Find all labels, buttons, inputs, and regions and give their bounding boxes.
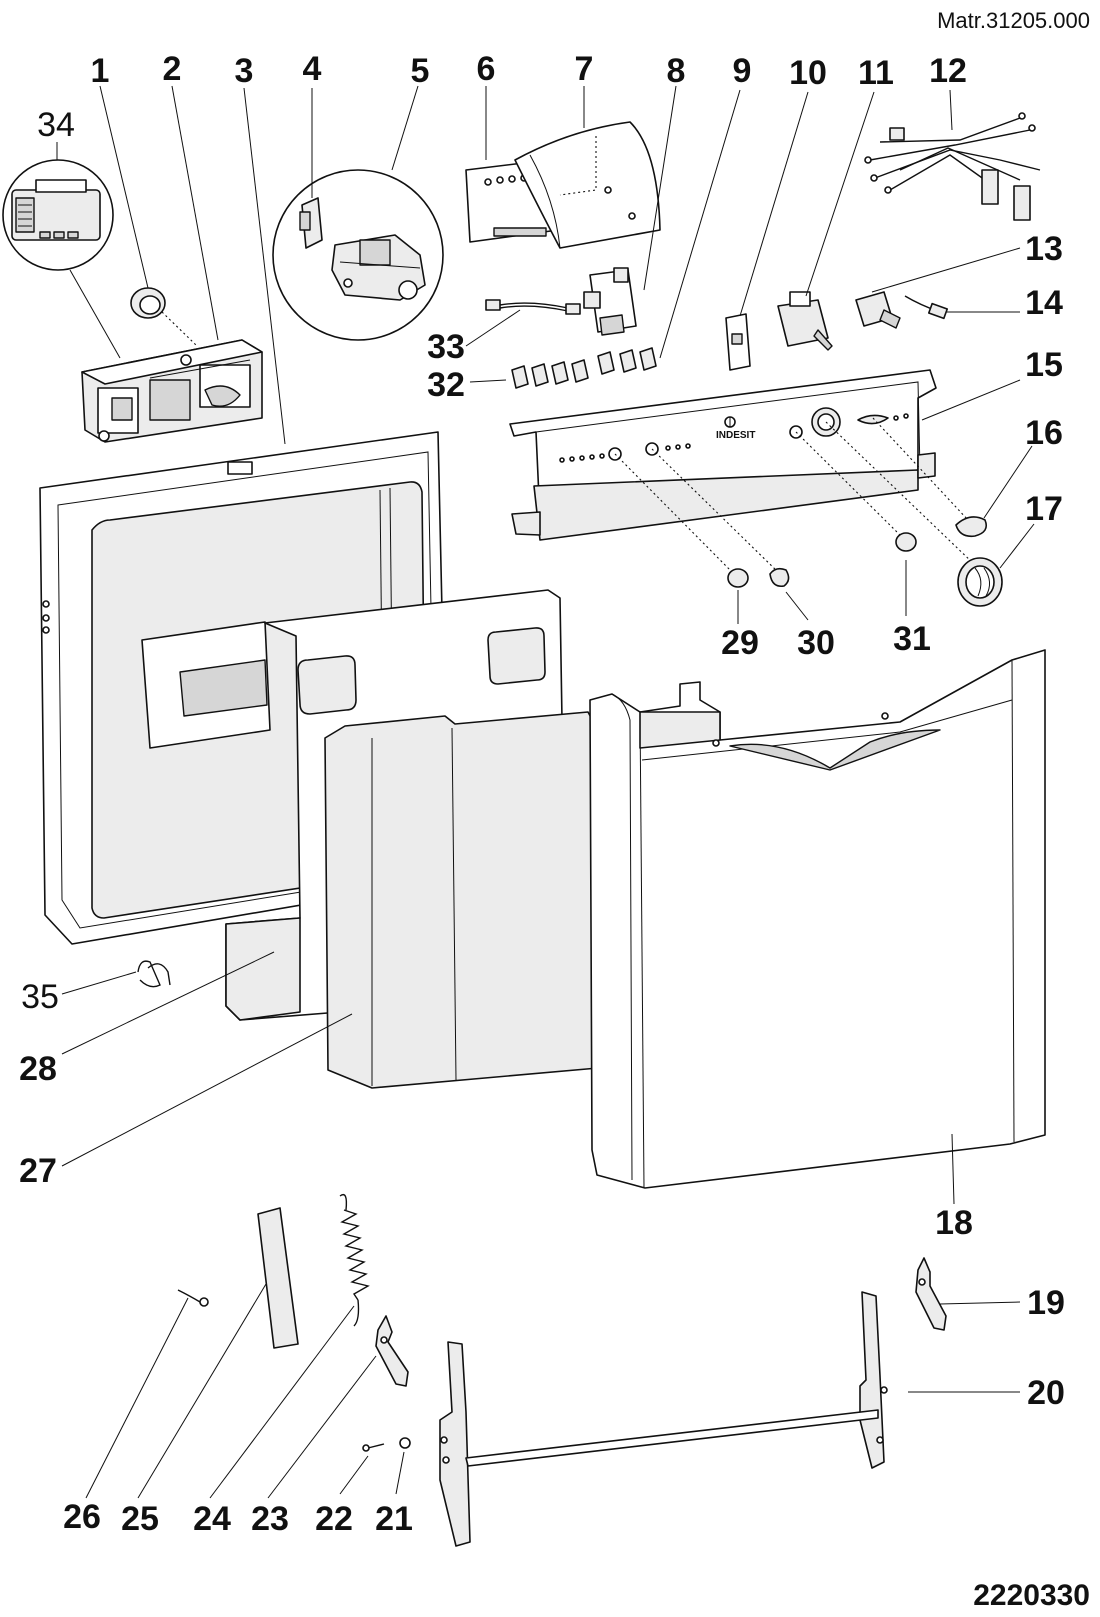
callout-20: 20	[1027, 1374, 1065, 1412]
part-1-cap	[130, 287, 166, 319]
callout-4: 4	[303, 50, 322, 88]
part-5-detail-circle	[272, 169, 444, 341]
callout-35: 35	[21, 978, 59, 1016]
callout-6: 6	[477, 50, 496, 88]
part-24-spring	[339, 1193, 370, 1327]
callout-32: 32	[427, 366, 465, 404]
callout-24: 24	[193, 1500, 231, 1538]
drawing-number: 2220330	[973, 1579, 1090, 1612]
callout-19: 19	[1027, 1284, 1065, 1322]
part-27-door-plate	[324, 711, 599, 1089]
part-28-insulation	[225, 589, 563, 1021]
part-29-button	[727, 568, 749, 588]
callout-12: 12	[929, 52, 967, 90]
callout-22: 22	[315, 1500, 353, 1538]
part-26-clip	[177, 1289, 209, 1307]
callout-13: 13	[1025, 230, 1063, 268]
callout-21: 21	[375, 1500, 413, 1538]
part-34-detail-circle	[2, 159, 114, 271]
part-2-control-housing	[81, 339, 263, 443]
callout-25: 25	[121, 1500, 159, 1538]
callout-11: 11	[858, 54, 894, 92]
callout-10: 10	[789, 54, 827, 92]
matr-code: Matr.31205.000	[937, 8, 1090, 33]
part-10-switch	[777, 291, 833, 351]
leader-lines	[56, 85, 1035, 1499]
part-15-control-panel: INDESIT	[509, 369, 937, 541]
part-19-hinge	[915, 1257, 947, 1331]
part-31-button	[895, 532, 917, 552]
part-25-strip	[257, 1207, 299, 1349]
part-16-button	[955, 516, 988, 538]
part-33-cable	[485, 299, 581, 315]
callout-14: 14	[1025, 284, 1063, 322]
part-8-bracket	[583, 267, 637, 336]
callout-23: 23	[251, 1500, 289, 1538]
callout-15: 15	[1025, 346, 1063, 384]
callout-5: 5	[411, 52, 430, 90]
part-13-switch	[855, 291, 901, 329]
callout-3: 3	[235, 52, 254, 90]
part-21-washer	[399, 1437, 411, 1449]
part-9-plate	[725, 313, 751, 371]
callout-1: 1	[91, 52, 110, 90]
brand-logo: INDESIT	[716, 430, 755, 441]
callout-18: 18	[935, 1204, 973, 1242]
callout-34: 34	[37, 106, 75, 144]
part-23-hinge	[375, 1315, 409, 1387]
part-32-terminals	[511, 347, 657, 389]
callout-8: 8	[667, 52, 686, 90]
part-7-insulating-sheet	[514, 121, 661, 249]
part-17-knob	[957, 557, 1003, 607]
callout-30: 30	[797, 624, 835, 662]
callout-17: 17	[1025, 490, 1063, 528]
callout-9: 9	[733, 52, 752, 90]
callout-26: 26	[63, 1498, 101, 1536]
callout-29: 29	[721, 624, 759, 662]
part-35-hook	[137, 960, 171, 988]
part-14-pin	[904, 295, 949, 320]
callout-2: 2	[163, 50, 182, 88]
callout-28: 28	[19, 1050, 57, 1088]
callout-16: 16	[1025, 414, 1063, 452]
callout-7: 7	[575, 50, 594, 88]
callout-31: 31	[893, 620, 931, 658]
callout-27: 27	[19, 1152, 57, 1190]
part-22-screw	[362, 1443, 385, 1452]
callout-33: 33	[427, 328, 465, 366]
part-20-hinge-frame	[439, 1291, 888, 1547]
part-12-harness	[864, 112, 1041, 221]
part-18-front-panel	[589, 649, 1046, 1189]
part-30-button	[769, 567, 790, 588]
